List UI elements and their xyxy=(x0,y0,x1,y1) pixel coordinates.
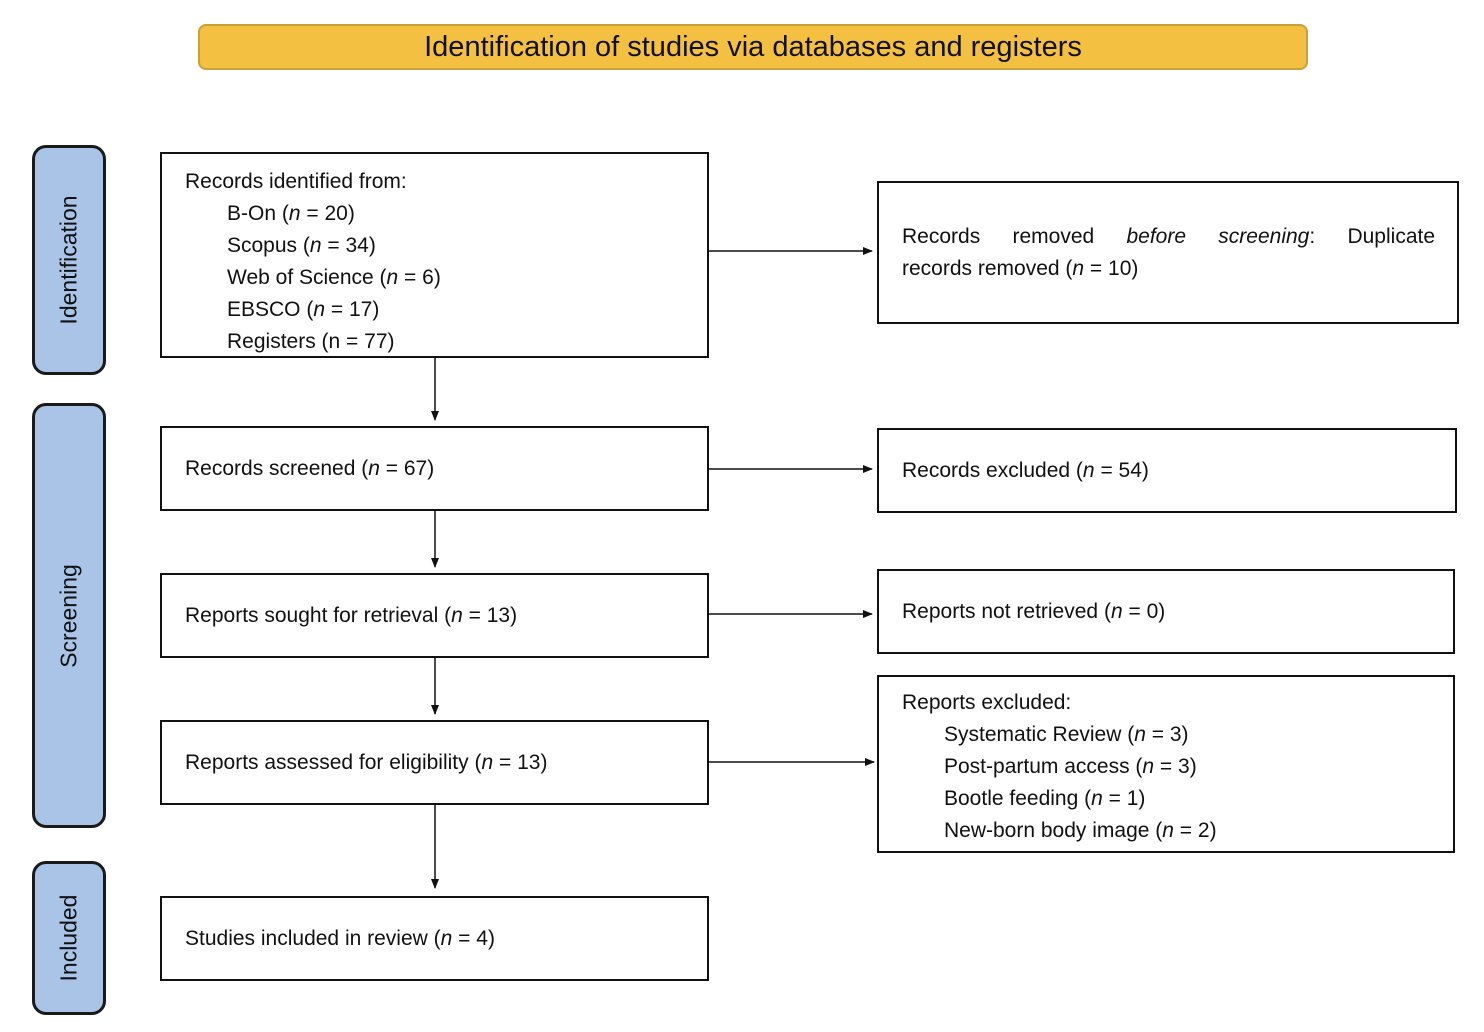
reports-excluded-box: Reports excluded: Systematic Review (n =… xyxy=(877,675,1455,853)
reports-sought-box: Reports sought for retrieval (n = 13) xyxy=(160,573,709,658)
reports-assessed-text: Reports assessed for eligibility (n = 13… xyxy=(185,750,548,774)
stage-screening: Screening xyxy=(32,403,106,828)
diagram-header: Identification of studies via databases … xyxy=(198,24,1308,70)
source-item: Web of Science (n = 6) xyxy=(227,266,441,289)
source-item: Registers (n = 77) xyxy=(227,330,395,353)
records-removed-line2: records removed (n = 10) xyxy=(902,257,1139,280)
records-excluded-text: Records excluded (n = 54) xyxy=(902,458,1149,482)
reports-excluded-heading: Reports excluded: xyxy=(902,691,1072,714)
studies-included-text: Studies included in review (n = 4) xyxy=(185,926,495,950)
records-screened-text: Records screened (n = 67) xyxy=(185,456,435,480)
stage-included: Included xyxy=(32,861,106,1015)
records-excluded-box: Records excluded (n = 54) xyxy=(877,428,1457,513)
exclusion-reason: New-born body image (n = 2) xyxy=(944,819,1217,842)
records-identified-heading: Records identified from: xyxy=(185,170,407,193)
reports-not-retrieved-text: Reports not retrieved (n = 0) xyxy=(902,599,1166,623)
source-item: EBSCO (n = 17) xyxy=(227,298,380,321)
records-identified-box: Records identified from: B-On (n = 20) S… xyxy=(160,152,709,358)
studies-included-box: Studies included in review (n = 4) xyxy=(160,896,709,981)
stage-identification: Identification xyxy=(32,145,106,375)
records-removed-box: Records removed before screening: Duplic… xyxy=(877,181,1459,324)
source-item: B-On (n = 20) xyxy=(227,202,355,225)
reports-not-retrieved-box: Reports not retrieved (n = 0) xyxy=(877,569,1455,654)
reports-assessed-box: Reports assessed for eligibility (n = 13… xyxy=(160,720,709,805)
exclusion-reason: Post-partum access (n = 3) xyxy=(944,755,1197,778)
records-removed-line1: Records removed before screening: Duplic… xyxy=(902,225,1436,248)
header-title: Identification of studies via databases … xyxy=(424,30,1082,63)
reports-sought-text: Reports sought for retrieval (n = 13) xyxy=(185,603,518,627)
exclusion-reason: Systematic Review (n = 3) xyxy=(944,723,1189,746)
records-screened-box: Records screened (n = 67) xyxy=(160,426,709,511)
source-item: Scopus (n = 34) xyxy=(227,234,376,257)
exclusion-reason: Bootle feeding (n = 1) xyxy=(944,787,1146,810)
